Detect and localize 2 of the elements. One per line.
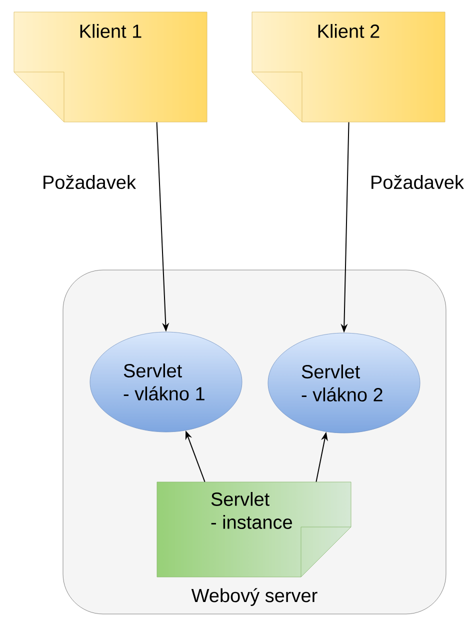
- edge-label: Požadavek: [369, 174, 465, 190]
- edge-label: Požadavek: [41, 174, 137, 190]
